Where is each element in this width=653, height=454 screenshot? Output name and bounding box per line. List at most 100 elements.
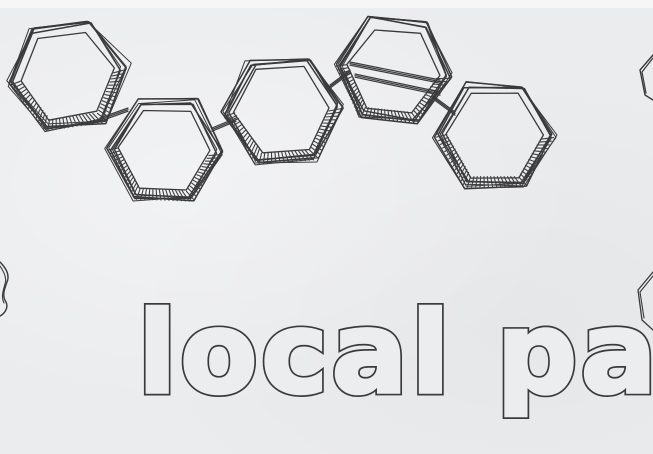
hexagon-1-stroke [10,21,121,125]
hexagon-1-hatch-line [111,72,126,77]
hexagon-3-hatch-line [319,128,332,132]
hexagon-4-hatch-line [412,109,421,119]
hexagon-1-inner-outline [20,31,116,121]
hexagon-4-hatch-line [343,79,354,86]
hexagon-link-line [354,74,441,95]
hexagon-2-hatch-line [158,189,162,201]
hexagon-5-hatch-line [518,176,527,186]
hexagon-3-hatch-line [249,143,257,156]
hexagon-2-hatch-line [111,153,123,158]
hexagon-5-hatch-line [540,137,555,140]
hexagon-3-hatch-line [309,149,319,159]
hexagon-5-inner-outline [445,92,545,179]
hexagon-3-hatch-line [314,137,326,144]
hexagon-1-hatch-line [103,97,115,102]
hexagon-2-hatch-line [136,188,141,200]
hexagon-5-hatch-line [500,176,506,188]
hexagon-2-hatch-line [181,190,190,202]
hexagon-5-hatch-line [506,176,515,188]
hexagon-4-hatch-line [411,112,419,122]
hexagon-5-hatch-line [437,136,449,142]
hexagon-3-hatch-line [238,129,247,138]
hexagon-1 [6,20,132,133]
hexagon-5-hatch-line [513,176,523,188]
hexagon-link-line [329,72,351,89]
hexagon-1-hatch-line [105,90,118,94]
hexagon-1-hatch-line [12,83,23,90]
hexagon-3 [220,58,344,166]
hexagon-link-line [99,108,129,121]
hexagon-link-line [354,76,441,96]
hexagon-link-line [349,62,441,83]
hexagon-4-hatch-line [393,109,399,122]
wordmark-local-park: local park local park [135,286,653,423]
hexagon-5-hatch-line [493,176,498,188]
hexagon-4-hatch-line [418,101,429,109]
hexagon-3-hatch-line [304,149,315,161]
hexagon-2-hatch-line [201,166,214,169]
hexagon-2-stroke [113,103,218,198]
hexagon-3-hatch-line [317,131,330,136]
hexagon-3-hatch-line [277,151,281,163]
hexagon-1-hatch-line [78,114,86,126]
hexagon-2-hatch-line [178,190,186,202]
hexagon-4 [333,15,453,125]
hexagon-5-hatch-line [441,142,453,149]
hexagon-3-hatch-line [313,140,324,147]
hexagon-3-hatch-line [316,134,328,140]
scan-edge-strip [0,0,653,8]
hexagon-2-hatch-line [192,179,203,187]
hexagon-3-hatch-line [328,107,343,112]
hexagon-2-hatch-line [126,176,135,187]
hexagon-2-hatch-line [194,177,205,183]
hexagon-4-hatch-line [400,110,407,123]
hexagon-3-hatch-line [230,120,242,128]
hexagon-3-hatch-line [281,151,285,163]
hexagon-3-hatch-line [301,149,310,161]
hexagon-1-hatch-line [25,96,34,106]
hexagon-2-hatch-line [117,161,127,169]
hexagon-4-hatch-line [372,107,376,119]
hexagon-link-line [99,107,129,119]
hexagon-1-hatch-line [14,86,25,93]
hexagon-3-hatch-line [266,152,269,164]
hexagon-5-hatch-line [531,153,544,157]
hexagon-link-line [349,61,441,81]
hexagon-4-hatch-line [364,107,370,119]
hexagon-1-hatch-line [62,117,66,129]
hexagon-5-hatch-line [510,176,519,188]
hexagon-1-hatch-line [58,117,61,130]
hexagon-1-hatch-line [30,101,38,113]
edge-hexagon-right [637,54,653,331]
hexagon-1-hatch-line [100,103,112,109]
hexagon-2-hatch-line [208,153,222,157]
hexagon-link-line [211,117,237,129]
hexagon-5-hatch-line [524,164,536,171]
edge-mark-left [0,261,9,317]
hexagon-4-hatch-line [368,107,373,119]
hexagon-link-line [431,94,456,113]
hexagon-5-hatch-line [479,176,482,188]
hexagon-2-hatch-line [155,189,158,201]
hexagon-5-hatch-line [521,170,531,179]
hexagon-1-hatch-line [27,99,36,109]
hexagon-4-hatch-line [342,76,353,82]
hexagon-3-hatch-line [235,126,245,135]
hexagon-link-line [211,120,237,132]
hexagon-1-hatch-line [47,119,51,131]
hexagon-2-hatch-line [109,150,121,155]
hexagon-5 [431,81,558,190]
hexagon-4-hatch-line [353,96,362,108]
hexagon-1-hatch-line [35,107,42,119]
hexagon-1-hatch-line [110,76,124,80]
hexagon-4-hatch-line [350,90,360,100]
hexagon-link-line [211,118,237,131]
hexagon-2 [104,97,224,202]
hexagon-1-hatch-line [68,116,74,128]
hexagon-4-stroke [338,15,447,124]
hexagon-1-stroke [8,20,127,130]
hexagon-5-hatch-line [523,167,534,175]
wordmark-text-inner: local park [138,289,653,419]
